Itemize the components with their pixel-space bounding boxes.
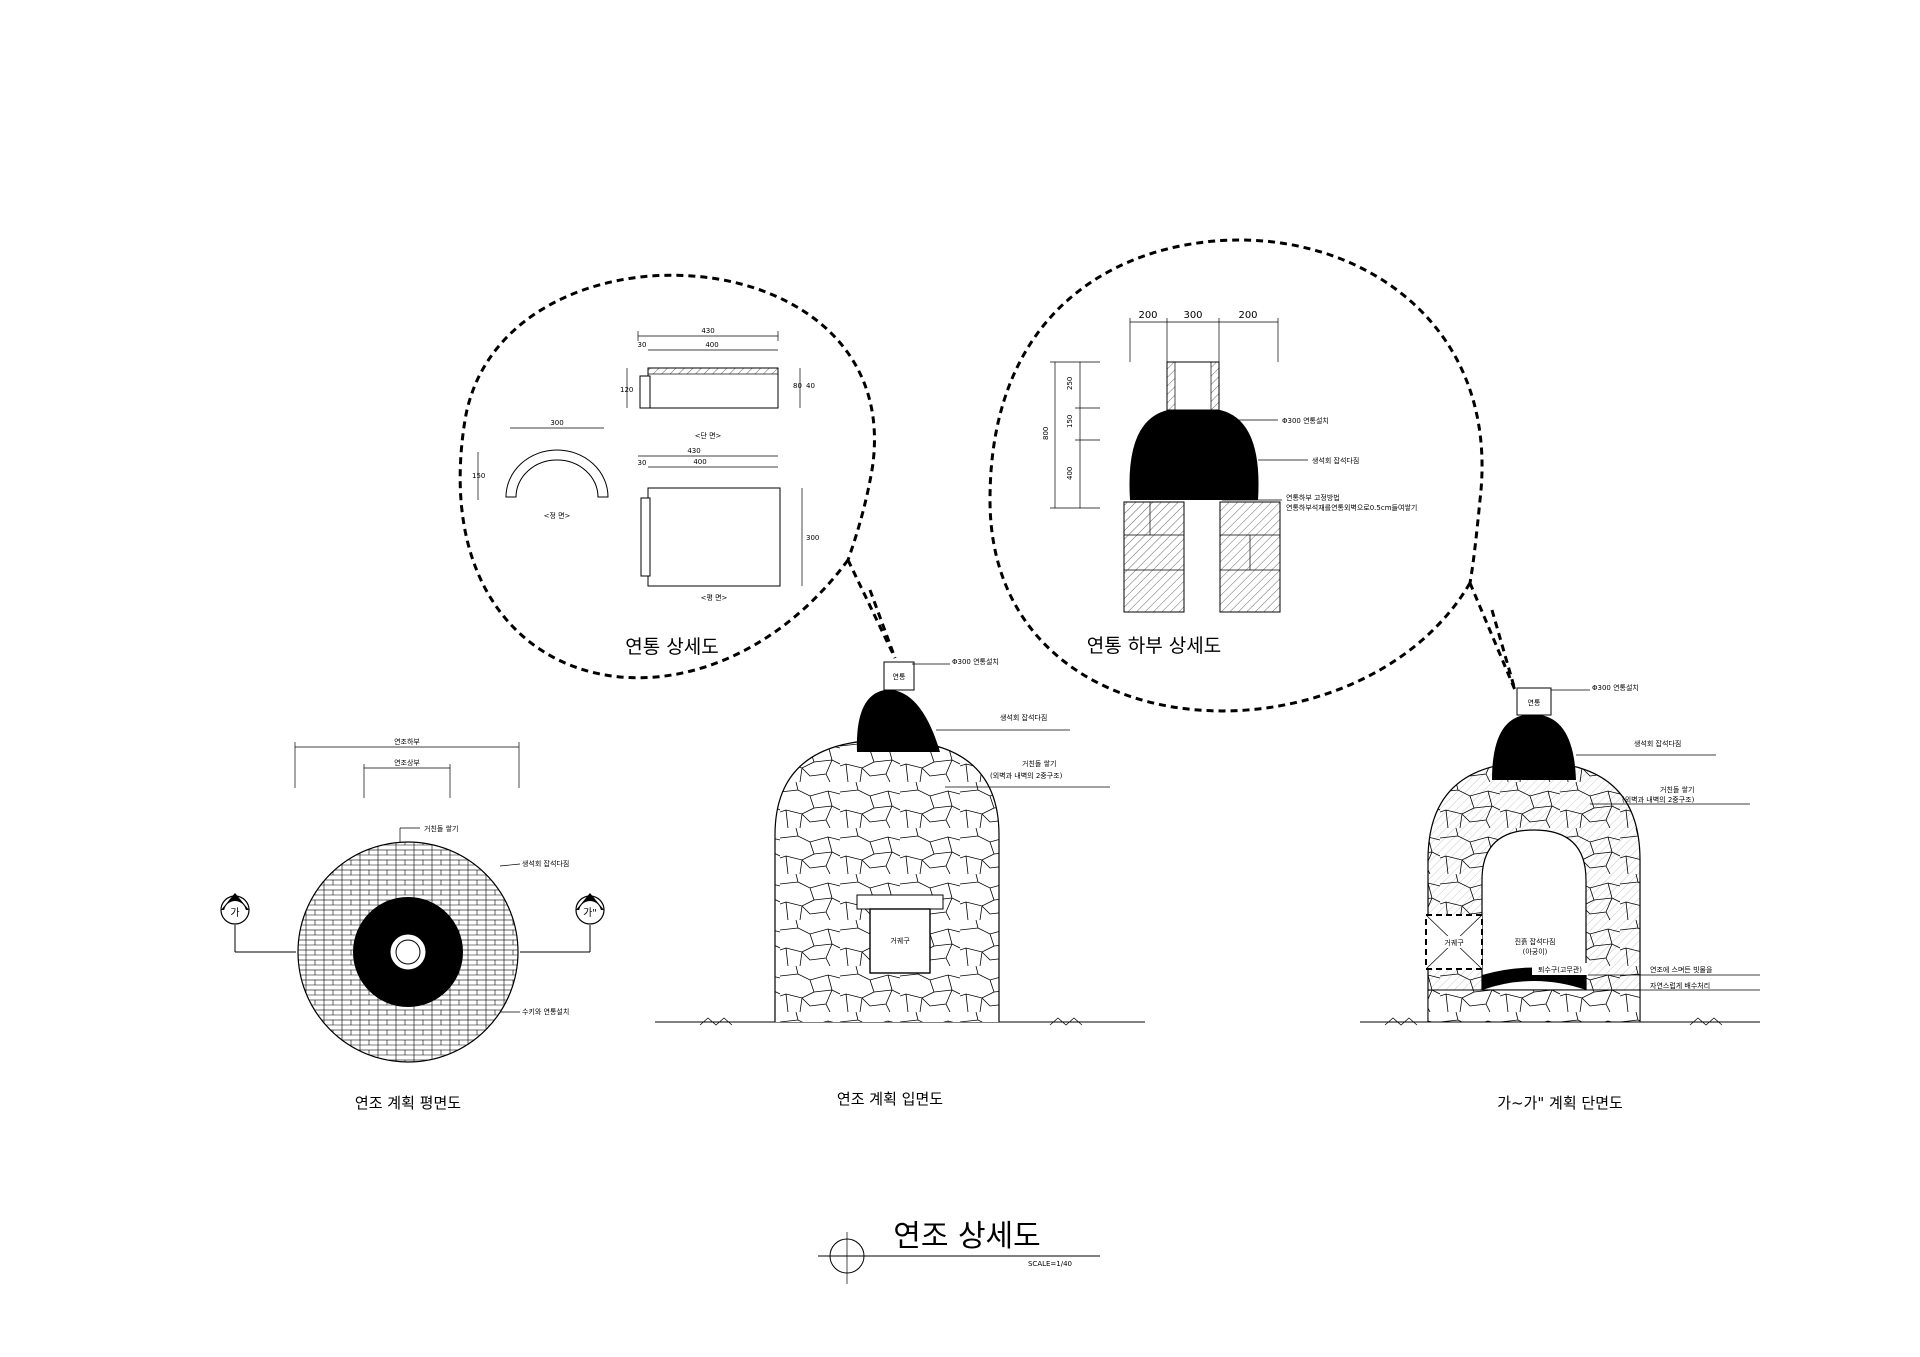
svg-text:연통하부 고정방법: 연통하부 고정방법 [1286,493,1340,502]
svg-text:400: 400 [705,341,718,349]
elevation-view: 연통 거궤구 Φ300 연통설치 생석회 잡석다짐 거친돌 쌓기 (외벽과 내벽… [655,657,1145,1108]
svg-text:거궤구: 거궤구 [1444,938,1464,947]
svg-text:(아궁이): (아궁이) [1523,947,1548,956]
svg-text:거친돌 쌓기: 거친돌 쌓기 [1022,759,1056,768]
svg-text:300: 300 [550,419,563,427]
svg-text:(외벽과 내벽의 2중구조): (외벽과 내벽의 2중구조) [990,771,1063,780]
chimney-base-title: 연통 하부 상세도 [1087,635,1221,657]
section-view: 연통 거궤구 Φ300 연통설치 생석회 잡석다짐 거친돌 쌓기 (외벽과 내벽… [1360,683,1760,1112]
svg-text:800: 800 [1042,427,1050,440]
elevation-view-title: 연조 계획 입면도 [837,1090,943,1108]
svg-text:200: 200 [1238,310,1257,321]
svg-text:연조에 스며든 빗물을: 연조에 스며든 빗물을 [1650,965,1713,974]
svg-text:연통: 연통 [1528,699,1541,707]
chimney-front-view: 300 150 <정 면> [472,419,609,520]
chimney-plan-view: 430 400 30 300 <평 면> [638,447,820,602]
svg-text:진흙 잡석다짐: 진흙 잡석다짐 [1515,937,1556,946]
svg-text:150: 150 [1066,415,1074,428]
svg-text:80: 80 [793,382,802,390]
svg-text:300: 300 [806,534,819,542]
svg-text:Φ300 연통설치: Φ300 연통설치 [1282,416,1329,425]
svg-text:Φ300 연통설치: Φ300 연통설치 [952,657,999,666]
svg-text:430: 430 [687,447,700,455]
svg-text:거친돌 쌓기: 거친돌 쌓기 [1660,785,1694,794]
svg-text:생석회 잡석다짐: 생석회 잡석다짐 [1634,739,1681,748]
svg-text:<평 면>: <평 면> [701,593,728,602]
svg-text:400: 400 [693,458,706,466]
svg-text:거궤구: 거궤구 [890,936,910,945]
plan-view: 연조하부 연조상부 가 가" 거친돌 쌓기 생석회 잡석다짐 수키와 연통설치 [220,737,605,1112]
svg-text:400: 400 [1066,467,1074,480]
section-marker-right: 가" [583,907,597,919]
svg-text:30: 30 [638,341,647,349]
svg-text:250: 250 [1066,377,1074,390]
chimney-detail-title: 연통 상세도 [625,636,718,658]
section-marker-left: 가 [230,907,239,919]
svg-text:연조상부: 연조상부 [394,758,420,767]
svg-text:30: 30 [638,459,647,467]
svg-text:생석회 잡석다짐: 생석회 잡석다짐 [522,859,569,868]
svg-text:<단 면>: <단 면> [695,431,722,440]
svg-text:Φ300 연통설치: Φ300 연통설치 [1592,683,1639,692]
svg-text:거친돌 쌓기: 거친돌 쌓기 [424,824,458,833]
svg-text:생석회 잡석다짐: 생석회 잡석다짐 [1000,713,1047,722]
plan-view-title: 연조 계획 평면도 [355,1094,461,1112]
svg-text:200: 200 [1138,310,1157,321]
svg-text:연통: 연통 [893,673,906,681]
svg-text:연조하부: 연조하부 [394,737,420,746]
svg-text:퇴수구(고무관): 퇴수구(고무관) [1538,965,1582,974]
svg-text:430: 430 [701,327,714,335]
section-view-title: 가~가" 계획 단면도 [1497,1094,1623,1112]
chimney-base-bubble: 연통 하부 상세도 200 300 200 800 250 150 400 [988,238,1517,713]
svg-text:40: 40 [806,382,815,390]
svg-text:(외벽과 내벽의 2중구조): (외벽과 내벽의 2중구조) [1622,795,1695,804]
svg-text:수키와 연통설치: 수키와 연통설치 [522,1007,569,1016]
svg-text:생석회 잡석다짐: 생석회 잡석다짐 [1312,456,1359,465]
svg-text:150: 150 [472,472,485,480]
svg-text:자연스럽게 배수처리: 자연스럽게 배수처리 [1650,981,1710,990]
drawing-title: 연조 상세도 [893,1219,1041,1254]
svg-text:연통하부석재를연통외벽으로0.5cm들여쌓기: 연통하부석재를연통외벽으로0.5cm들여쌓기 [1286,503,1417,512]
svg-text:300: 300 [1183,310,1202,321]
svg-text:120: 120 [620,386,633,394]
chimney-detail-bubble: 연통 상세도 430 400 30 120 80 40 <단 면> 300 15… [458,273,897,680]
drawing-scale: SCALE=1/40 [1028,1260,1072,1268]
svg-text:<정 면>: <정 면> [544,511,571,520]
chimney-section-view: 430 400 30 120 80 40 <단 면> [620,327,815,440]
drawing-title-block: 연조 상세도 SCALE=1/40 [818,1219,1100,1284]
